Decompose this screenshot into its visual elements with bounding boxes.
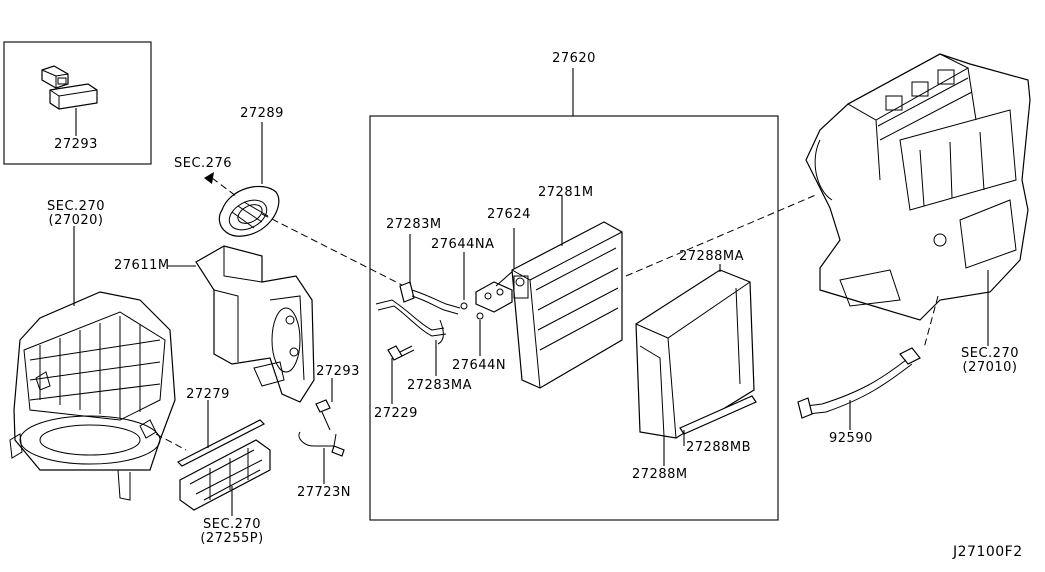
label-27020: (27020)	[48, 213, 104, 228]
label-27644n: 27644N	[452, 358, 507, 373]
label-27288ma: 27288MA	[679, 249, 744, 264]
label-27723n: 27723N	[296, 485, 352, 500]
bolt-27229	[387, 345, 415, 361]
evaporator-kit-frame	[369, 115, 779, 521]
sensor-27293	[298, 399, 345, 457]
dash-sec276	[211, 177, 237, 197]
label-27624: 27624	[487, 207, 531, 222]
dash-housing-drain	[923, 295, 939, 349]
connector-27293-inset	[41, 65, 98, 110]
evaporator-27281m	[511, 221, 623, 389]
label-sec270-left: SEC.270	[47, 199, 105, 214]
label-27255p: (27255P)	[200, 531, 264, 546]
inset-frame	[3, 41, 152, 165]
oring-27644n	[476, 312, 484, 320]
diagram-code: J27100F2	[953, 544, 1023, 560]
dash-filter	[155, 433, 187, 451]
dash-evap-housing	[625, 193, 819, 277]
leader-27624	[495, 228, 515, 287]
duct-ring-27289	[218, 185, 280, 237]
label-sec270-bottom: SEC.270	[203, 517, 261, 532]
label-27620: 27620	[552, 51, 596, 66]
arrow-sec276	[204, 172, 214, 184]
label-sec270-right: SEC.270	[961, 346, 1019, 361]
label-27010: (27010)	[962, 360, 1018, 375]
label-27279: 27279	[186, 387, 230, 402]
label-27644na: 27644NA	[431, 237, 495, 252]
label-92590: 92590	[829, 431, 873, 446]
label-27229: 27229	[374, 406, 418, 421]
label-27283ma: 27283MA	[407, 378, 472, 393]
label-27289: 27289	[240, 106, 284, 121]
insulator-27288m	[639, 345, 665, 437]
label-27283m: 27283M	[386, 217, 442, 232]
dash-27289-box	[261, 213, 405, 287]
oring-27644na	[460, 302, 468, 310]
label-27293: 27293	[316, 364, 360, 379]
label-sec276: SEC.276	[174, 156, 232, 171]
hose-92590	[797, 347, 921, 419]
label-27611m: 27611M	[114, 258, 170, 273]
label-27281m: 27281M	[538, 185, 594, 200]
label-27288mb: 27288MB	[686, 440, 751, 455]
blower-unit-27020	[9, 291, 176, 501]
filter-27279	[176, 419, 271, 511]
label-27293-inset: 27293	[54, 137, 98, 152]
valve-27624	[475, 281, 513, 313]
duct-27611m	[195, 245, 315, 403]
pipe-27283m	[375, 281, 461, 345]
insulator-27288mb	[679, 395, 757, 435]
label-27288m: 27288M	[632, 467, 688, 482]
heater-housing-27010	[805, 53, 1031, 321]
